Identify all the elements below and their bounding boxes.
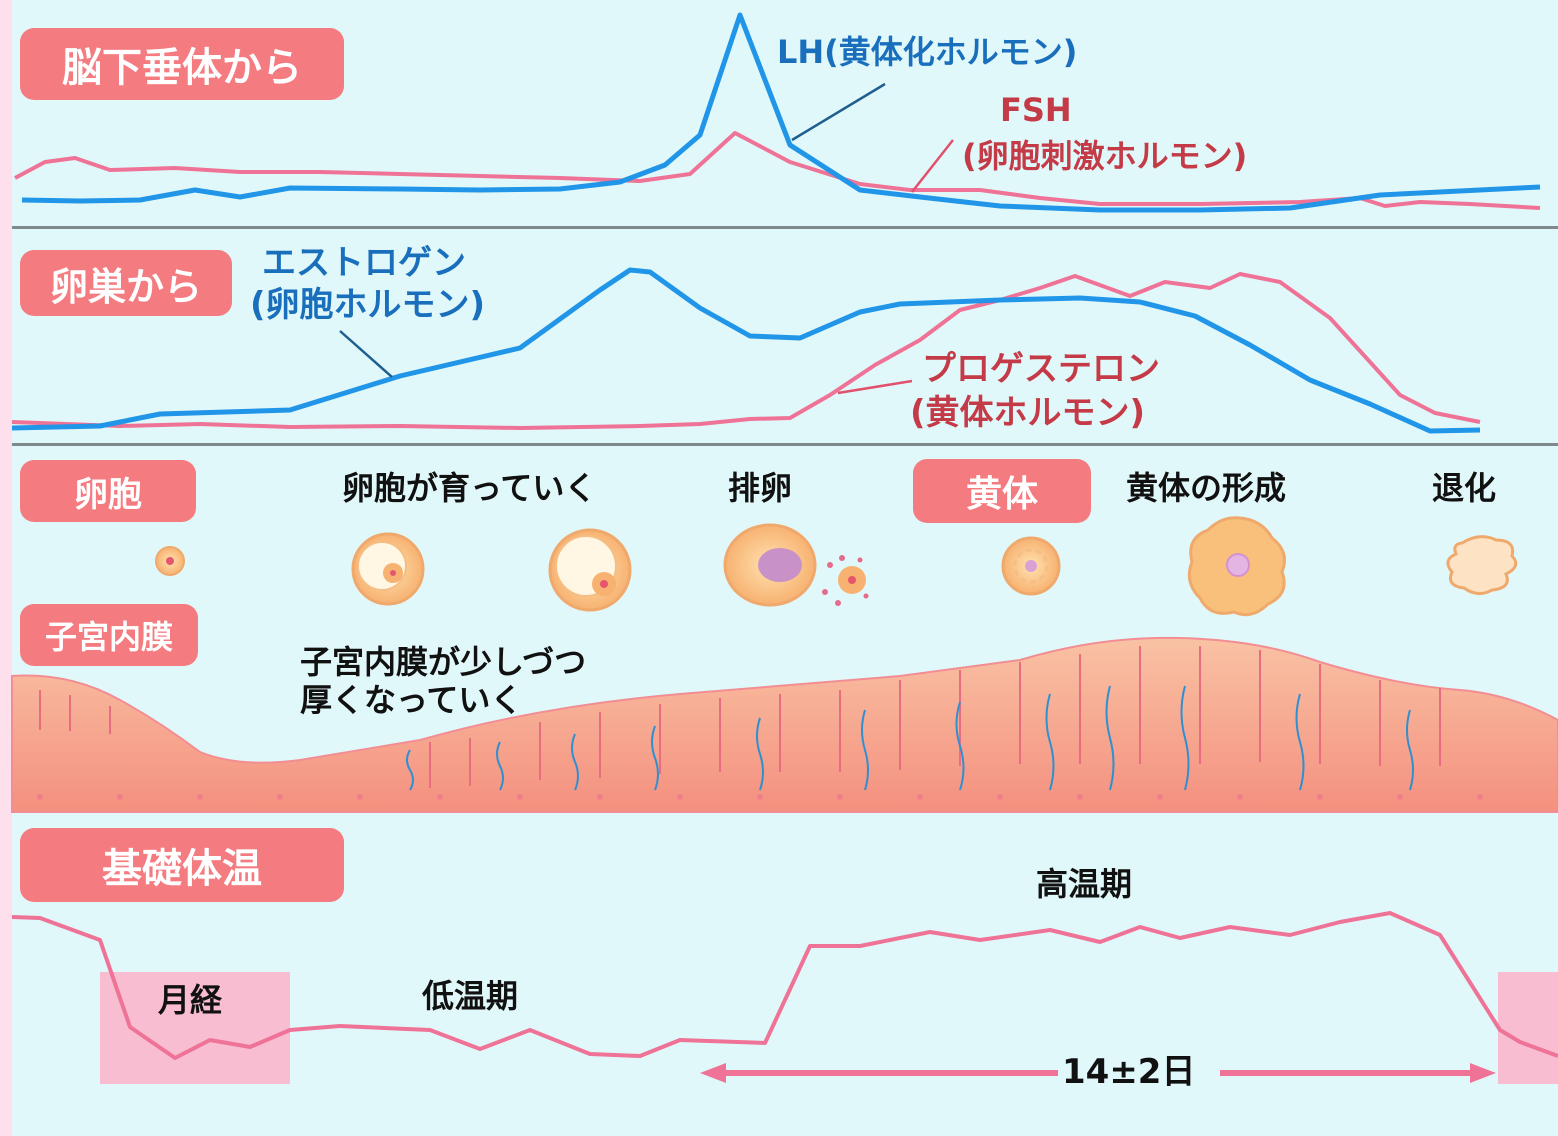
divider [12,226,1558,229]
label-follicle-growing: 卵胞が育っていく [342,469,597,507]
follicle-growing-icon [351,532,425,606]
label-regression: 退化 [1432,469,1497,507]
lh-label: LH(黄体化ホルモン) [777,33,1078,71]
bbt-curve [11,911,1558,1060]
fsh-label-line1: FSH [1000,91,1072,129]
fsh-label-line2: (卵胞刺激ホルモン) [962,137,1248,175]
label-corpus-formation: 黄体の形成 [1126,469,1287,507]
label-menses: 月経 [158,981,223,1019]
ovulation-icon [723,523,869,607]
badge-pituitary: 脳下垂体から [20,28,344,100]
lh-pointer-line [791,82,886,142]
progesterone-pointer-line [837,379,913,395]
follicle-antral-icon [548,528,632,612]
endometrium-layer [11,636,1558,813]
progesterone-label-line1: プロゲステロン [922,349,1160,389]
luteal-arrowhead-left [700,1063,726,1083]
label-ovulation: 排卵 [728,469,793,507]
label-low-phase: 低温期 [422,977,519,1015]
badge-corpus-luteum: 黄体 [913,459,1091,523]
follicle-primordial-icon [155,546,185,576]
endometrium-cells [37,794,1483,800]
estrogen-label-line2: (卵胞ホルモン) [250,285,486,325]
endometrium-glands [39,646,1441,788]
menses-zone-next [1498,972,1558,1084]
progesterone-curve [11,272,1481,430]
corpus-luteum-icon [1001,536,1061,596]
estrogen-curve [11,267,1481,434]
badge-bbt: 基礎体温 [20,828,344,902]
endometrium-caption-line1: 子宮内膜が少しづつ [300,643,587,681]
lh-curve [21,12,1541,213]
badge-follicle: 卵胞 [20,460,196,522]
badge-ovary: 卵巣から [20,250,232,316]
label-luteal-length: 14±2日 [1062,1052,1196,1092]
corpus-luteum-formation-icon [1187,516,1286,617]
estrogen-pointer-line [339,330,393,378]
corpus-albicans-icon [1446,535,1518,595]
endometrium-caption-line2: 厚くなっていく [300,681,523,719]
endometrium-vessels [406,685,1414,791]
fsh-pointer-line [911,139,954,193]
progesterone-label-line2: (黄体ホルモン) [910,393,1146,433]
divider [12,443,1558,446]
luteal-arrowhead-right [1470,1063,1496,1083]
label-high-phase: 高温期 [1036,865,1133,903]
estrogen-label-line1: エストロゲン [262,243,466,283]
badge-endometrium: 子宮内膜 [20,604,198,666]
